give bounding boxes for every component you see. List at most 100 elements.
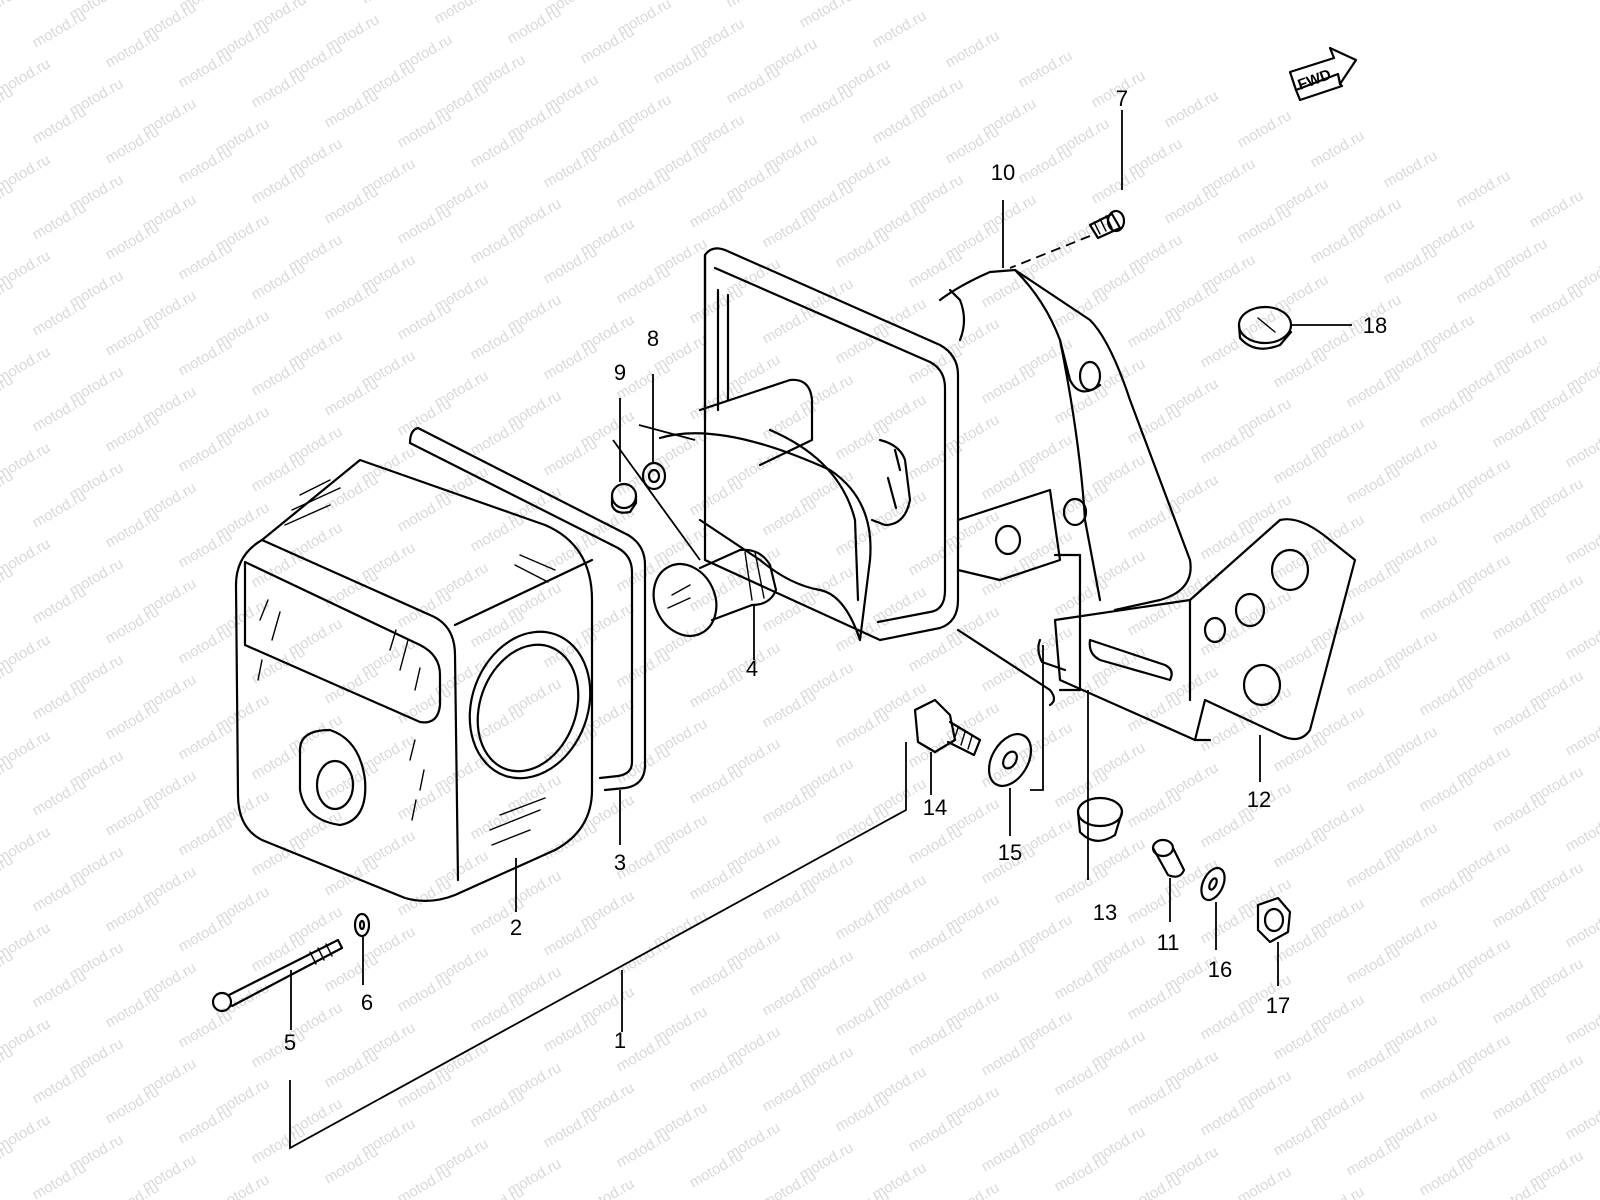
watermark-text: motod.ru (1052, 383, 1112, 427)
watermark-text: motod.ru (687, 859, 747, 903)
watermark-text: motod.ru (1125, 1075, 1185, 1119)
bolt-14-part (913, 698, 982, 757)
watermark-text: motod.ru (395, 107, 455, 151)
watermark-text: motod.ru (1198, 1095, 1258, 1139)
watermark-text: motod.ru (249, 835, 309, 879)
watermark-text: motod.ru (1198, 903, 1258, 947)
watermark-text: motod.ru (468, 703, 528, 747)
watermark-text: motod.ru (906, 247, 966, 291)
watermark-text: motod.ru (468, 127, 528, 171)
watermark-text: motod.ru (687, 1051, 747, 1095)
watermark-text: motod.ru (797, 0, 857, 31)
watermark-text: motod.ru (541, 915, 601, 959)
watermark-text: motod.ru (1417, 867, 1477, 911)
watermark-text: motod.ru (176, 1007, 236, 1051)
watermark-text: motod.ru (1563, 907, 1600, 951)
watermark-text: motod.ru (1490, 503, 1550, 547)
watermark-text: motod.ru (1016, 47, 1076, 91)
watermark-text: motod.ru (760, 687, 820, 731)
watermark-text: motod.ru (1052, 1151, 1112, 1195)
watermark-text: motod.ru (322, 279, 382, 323)
watermark-text: motod.ru (395, 779, 455, 823)
watermark-text: motod.ru (468, 415, 528, 459)
watermark-text: motod.ru (906, 823, 966, 867)
watermark-text: motod.ru (687, 955, 747, 999)
watermark-text: motod.ru (1344, 367, 1404, 411)
watermark-text: motod.ru (906, 439, 966, 483)
watermark-text: motod.ru (833, 323, 893, 367)
watermark-text: motod.ru (322, 1143, 382, 1187)
watermark-text: motod.ru (578, 1175, 638, 1200)
watermark-text: motod.ru (395, 299, 455, 343)
watermark-text: motod.ru (1235, 1163, 1295, 1200)
watermark-text: motod.ru (468, 223, 528, 267)
callout-12: 12 (1247, 787, 1271, 812)
washer-6-part (353, 912, 371, 938)
watermark-text: motod.ru (103, 603, 163, 647)
watermark-text: motod.ru (432, 0, 492, 27)
watermark-text: motod.ru (1563, 811, 1600, 855)
watermark-text: motod.ru (1308, 1183, 1368, 1200)
watermark-text: motod.ru (30, 679, 90, 723)
collar-11-part (1151, 838, 1186, 878)
watermark-text: motod.ru (943, 1179, 1003, 1200)
callout-6: 6 (361, 990, 373, 1015)
watermark-text: motod.ru (1417, 675, 1477, 719)
watermark-text: motod.ru (1125, 979, 1185, 1023)
watermark-text: motod.ru (1490, 887, 1550, 931)
watermark-text: motod.ru (1344, 751, 1404, 795)
watermark-text: motod.ru (541, 147, 601, 191)
watermark-text: motod.ru (1271, 827, 1331, 871)
callout-2: 2 (510, 915, 522, 940)
watermark-text: motod.ru (1162, 183, 1222, 227)
watermark-text: motod.ru (505, 3, 565, 47)
bolt-7-part (1009, 209, 1126, 269)
watermark-text: motod.ru (906, 1111, 966, 1155)
watermark-text: motod.ru (468, 1087, 528, 1131)
watermark-text: motod.ru (249, 451, 309, 495)
watermark-text: motod.ru (30, 103, 90, 147)
watermark-text: motod.ru (1235, 107, 1295, 151)
watermark-text: motod.ru (0, 0, 16, 31)
watermark-text: motod.ru (103, 315, 163, 359)
watermark-text: motod.ru (1198, 711, 1258, 755)
washer-8-part (641, 461, 667, 491)
watermark-text: motod.ru (1198, 807, 1258, 851)
watermark-text: motod.ru (30, 1063, 90, 1107)
watermark-text: motod.ru (322, 1047, 382, 1091)
watermark-text: motod.ru (906, 631, 966, 675)
watermark-text: motod.ru (797, 83, 857, 127)
callout-15: 15 (998, 840, 1022, 865)
watermark-text: motod.ru (103, 987, 163, 1031)
cushion-13-part (1076, 796, 1124, 842)
watermark-text: motod.ru (249, 259, 309, 303)
watermark-text: motod.ru (1381, 147, 1441, 191)
watermark-text: motod.ru (687, 379, 747, 423)
watermark-text: motod.ru (760, 399, 820, 443)
watermark-text: motod.ru (833, 1091, 893, 1135)
watermark-text: motod.ru (906, 535, 966, 579)
watermark-text: motod.ru (1490, 599, 1550, 643)
watermark-text: motod.ru (1344, 943, 1404, 987)
watermark-text: motod.ru (1417, 1059, 1477, 1103)
watermark-text: motod.ru (30, 1159, 90, 1200)
washer-16-part (1200, 866, 1226, 902)
callout-3: 3 (614, 850, 626, 875)
watermark-text: motod.ru (468, 799, 528, 843)
watermark-text: motod.ru (1125, 787, 1185, 831)
watermark-text: motod.ru (103, 411, 163, 455)
watermark-text: motod.ru (687, 667, 747, 711)
watermark-text: motod.ru (103, 123, 163, 167)
watermark-text: motod.ru (1271, 1115, 1331, 1159)
watermark-text: motod.ru (1125, 1171, 1185, 1200)
watermark-text: motod.ru (614, 167, 674, 211)
watermark-text: motod.ru (1490, 791, 1550, 835)
watermark-text: motod.ru (1563, 1099, 1600, 1143)
watermark-text: motod.ru (468, 511, 528, 555)
watermark-text: motod.ru (1344, 1135, 1404, 1179)
watermark-text: motod.ru (979, 1035, 1039, 1079)
watermark-text: motod.ru (833, 227, 893, 271)
watermark-text: motod.ru (833, 515, 893, 559)
